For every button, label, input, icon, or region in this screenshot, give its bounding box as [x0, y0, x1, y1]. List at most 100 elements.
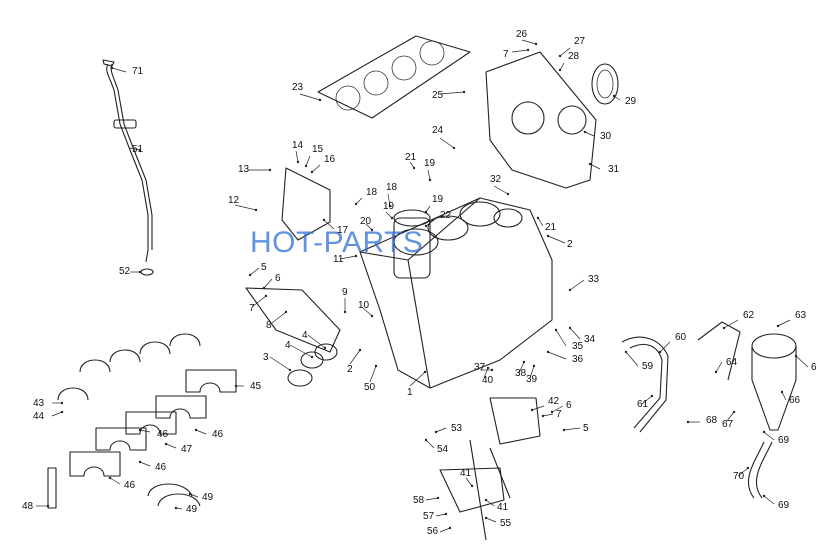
callout-number: 18: [386, 182, 398, 193]
callout-20: 20: [360, 216, 374, 232]
callout-leader-line: [425, 219, 435, 227]
callout-leader-dot: [484, 498, 488, 502]
callout-leader-dot: [462, 90, 466, 94]
callout-leader-line: [737, 467, 749, 477]
callout-leader-dot: [732, 410, 736, 414]
callout-number: 69: [778, 435, 790, 446]
callout-leader-line: [641, 395, 653, 405]
callout-number: 4: [285, 340, 291, 351]
callout-number: 5: [261, 262, 267, 273]
callout-leader-line: [307, 334, 326, 349]
callout-number: 50: [364, 382, 376, 393]
callout-leader-dot: [164, 442, 168, 446]
callout-number: 70: [733, 471, 745, 482]
callout-number: 31: [608, 164, 620, 175]
callout-leader-dot: [762, 430, 766, 434]
callout-leader-line: [355, 197, 363, 205]
callout-number: 61: [637, 399, 649, 410]
callout-leader-line: [555, 329, 567, 347]
callout-leader-dot: [343, 310, 347, 314]
callout-leader-line: [763, 431, 775, 441]
callout-number: 6: [566, 400, 572, 411]
callout-number: 7: [503, 49, 509, 60]
callout-5: 5: [562, 423, 589, 434]
callout-leader-line: [339, 255, 357, 260]
callout-leader-line: [547, 235, 566, 244]
callout-leader-dot: [794, 354, 798, 358]
callout-43: 43: [33, 398, 64, 409]
callout-leader-line: [584, 131, 595, 137]
callout-leader-dot: [322, 218, 326, 222]
callout-leader-dot: [536, 216, 540, 220]
callout-54: 54: [424, 438, 449, 455]
callout-number: 10: [358, 300, 370, 311]
callout-number: 18: [366, 187, 378, 198]
callout-leader-line: [537, 217, 544, 227]
callout-49: 49: [174, 504, 198, 515]
callout-leader-line: [439, 527, 451, 533]
callout-number: 43: [33, 398, 45, 409]
callout-leader-line: [425, 497, 439, 501]
callout-31: 31: [588, 162, 620, 175]
callout-number: 39: [526, 374, 538, 385]
callout-leader-line: [465, 477, 473, 487]
callout-leader-dot: [262, 286, 266, 290]
callout-number: 16: [324, 154, 336, 165]
callout-leader-dot: [650, 394, 654, 398]
callout-55: 55: [484, 516, 512, 529]
callout-46: 46: [138, 460, 167, 473]
callout-leader-dot: [658, 350, 662, 354]
callout-leader-line: [311, 164, 321, 173]
callout-leader-dot: [370, 228, 374, 232]
callout-leader-line: [271, 311, 287, 324]
callout-leader-dot: [554, 328, 558, 332]
callout-number: 20: [360, 216, 372, 227]
callout-60: 60: [658, 332, 687, 354]
callout-leader-line: [369, 365, 377, 383]
callout-leader-dot: [390, 216, 394, 220]
callout-leader-line: [234, 204, 257, 211]
callout-21: 21: [405, 152, 417, 170]
front-housing: [245, 167, 541, 445]
callout-leader-line: [425, 205, 431, 213]
callout-leader-dot: [174, 506, 178, 510]
callout-12: 12: [228, 195, 258, 212]
callout-56: 56: [427, 526, 452, 537]
callout-61: 61: [637, 394, 654, 410]
callout-47: 47: [164, 442, 193, 455]
oil-cooler-pipework: [621, 321, 797, 499]
callout-49: 49: [188, 492, 214, 503]
callout-leader-line: [569, 327, 581, 340]
callout-leader-dot: [254, 208, 258, 212]
callout-leader-dot: [354, 254, 358, 258]
callout-leader-line: [781, 391, 787, 401]
callout-2: 2: [347, 348, 362, 375]
callout-number: 52: [119, 266, 131, 277]
callout-number: 54: [437, 444, 449, 455]
callout-leader-line: [295, 150, 299, 163]
callout-15: 15: [304, 144, 324, 168]
callout-64: 64: [714, 357, 738, 374]
callout-69: 69: [762, 430, 790, 446]
callout-48: 48: [22, 501, 50, 512]
callout-7: 7: [541, 409, 562, 420]
callout-leader-dot: [780, 390, 784, 394]
callout-leader-dot: [310, 170, 314, 174]
callout-67: 67: [722, 410, 736, 430]
callout-leader-dot: [284, 310, 288, 314]
callout-leader-line: [189, 493, 199, 498]
callout-leader-dot: [412, 166, 416, 170]
callout-leader-dot: [188, 492, 192, 496]
callout-leader-dot: [318, 98, 322, 102]
callout-30: 30: [583, 130, 612, 142]
callout-number: 8: [266, 320, 272, 331]
callout-leader-dot: [762, 494, 766, 498]
callout-leader-dot: [46, 504, 50, 508]
callout-leader-line: [511, 49, 529, 53]
callout-leader-line: [323, 219, 335, 230]
callout-leader-line: [763, 495, 775, 505]
callout-70: 70: [733, 466, 750, 482]
callout-number: 14: [292, 140, 304, 151]
callout-39: 39: [526, 364, 538, 385]
